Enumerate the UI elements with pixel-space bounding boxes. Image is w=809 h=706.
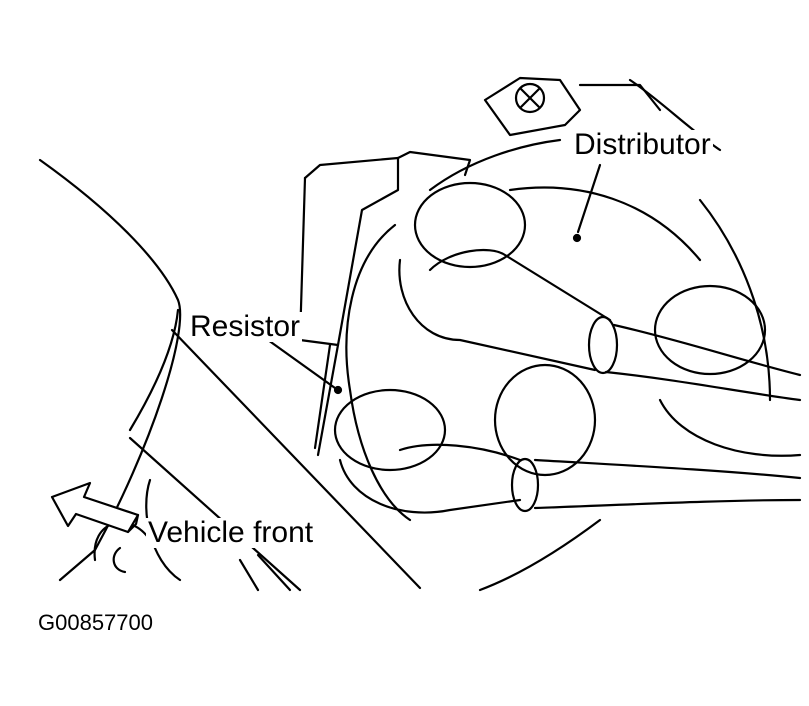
cap-right: [698, 198, 772, 402]
distributor-label: Distributor: [572, 128, 713, 161]
distributor-cap: [345, 223, 412, 522]
plug-boot-lower-top: [398, 443, 522, 462]
wire-upper-lower: [604, 370, 802, 402]
plug-socket-right: [653, 284, 767, 376]
wire-upper: [612, 323, 802, 377]
wire-lower-bottom: [533, 498, 802, 510]
fitting-hook: [112, 546, 127, 574]
vehicle-front-label: Vehicle front: [146, 516, 316, 549]
clip-screw-x2: [519, 87, 541, 109]
resistor-leader: [266, 338, 337, 390]
vehicle-front-arrow-icon: [50, 481, 140, 534]
socket-right-base: [658, 398, 802, 457]
cap-bottom: [478, 518, 602, 592]
mount-bracket-2: [238, 558, 260, 592]
clip-arm: [578, 83, 662, 112]
resistor-block-side: [298, 176, 340, 347]
plug-boot-lower: [338, 458, 522, 514]
clip-bracket: [483, 76, 582, 137]
resistor-leader-dot: [333, 385, 343, 395]
plug-socket-upper: [413, 181, 527, 269]
mount-bracket-3: [256, 553, 292, 592]
vehicle-front-arrow-shadow: [126, 513, 140, 534]
engine-edge-upper: [170, 328, 422, 590]
plug-boot-upper-top: [428, 248, 612, 322]
distributor-leader-dot: [572, 233, 582, 243]
engine-edge-lower: [128, 436, 302, 592]
cap-dome: [508, 186, 702, 262]
resistor-block: [303, 156, 400, 457]
wire-lower: [533, 458, 802, 480]
clip-screw: [514, 82, 546, 114]
plug-boot-lower-end: [510, 457, 540, 513]
fender-outline: [38, 158, 182, 582]
fender-inner-line: [128, 308, 180, 432]
center-post: [493, 363, 597, 477]
resistor-stripe: [313, 343, 332, 450]
cap-rim: [428, 138, 562, 192]
resistor-label: Resistor: [188, 310, 303, 343]
distributor-leader: [576, 163, 602, 234]
plug-boot-upper: [398, 258, 597, 372]
plug-boot-upper-end: [587, 315, 619, 375]
figure-code: G00857700: [38, 610, 153, 635]
plug-socket-lower: [333, 388, 447, 472]
